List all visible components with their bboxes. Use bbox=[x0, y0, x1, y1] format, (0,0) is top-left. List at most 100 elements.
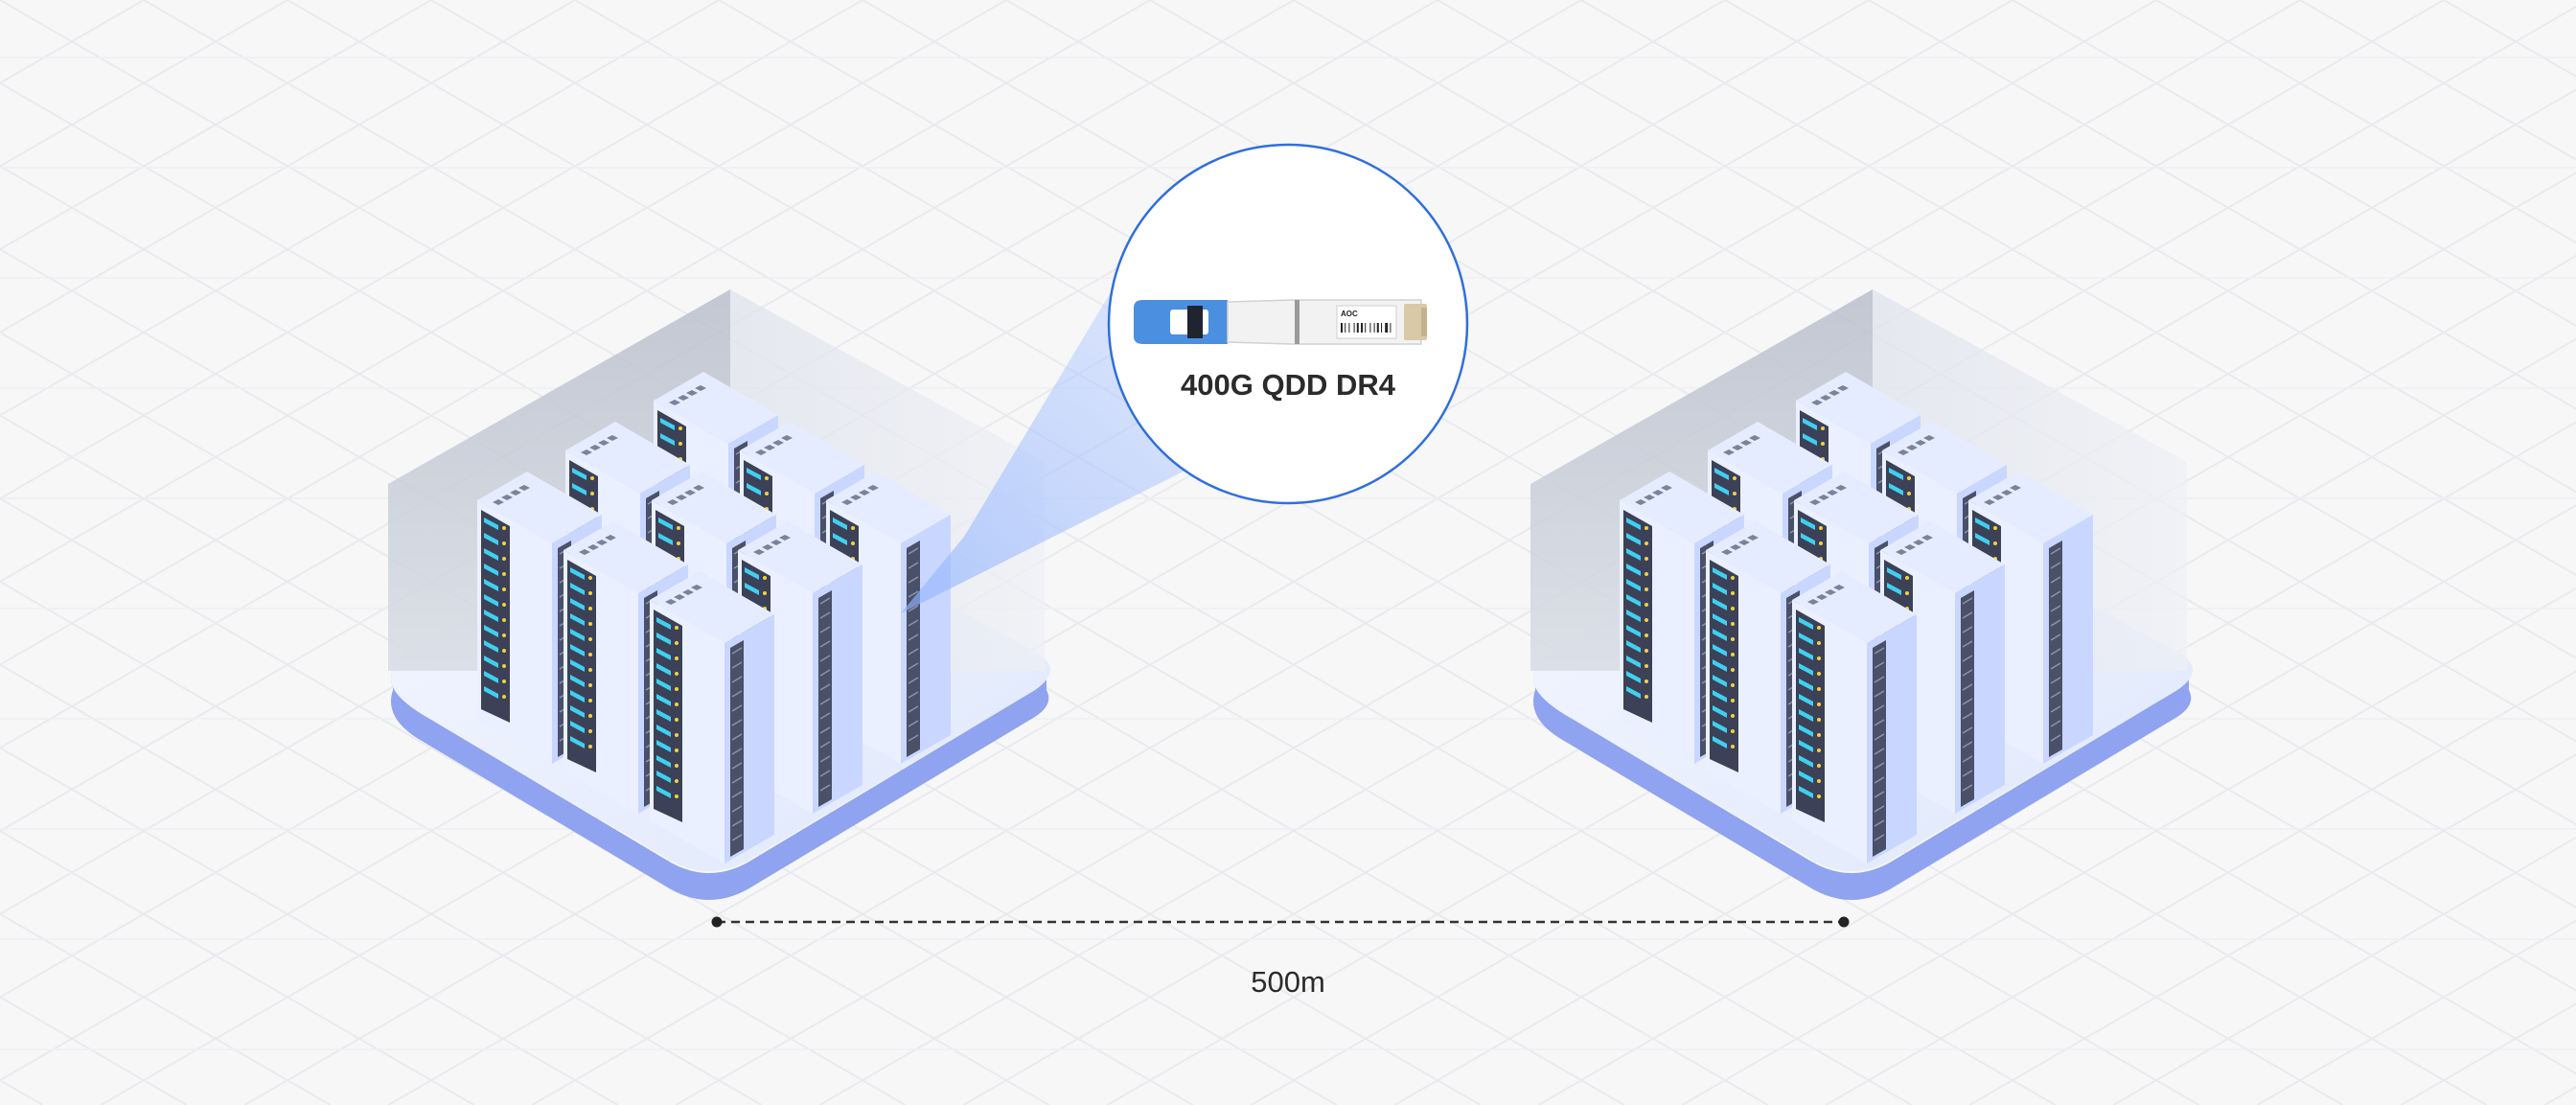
side-vent-line bbox=[819, 611, 831, 619]
status-led bbox=[588, 591, 592, 595]
vent-slot bbox=[665, 599, 677, 605]
server-unit-led bbox=[656, 694, 671, 706]
status-led bbox=[1644, 695, 1648, 699]
vent-slot bbox=[1835, 485, 1847, 491]
side-vent-line bbox=[908, 734, 919, 742]
server-unit-led bbox=[1713, 644, 1727, 656]
vent-slot bbox=[607, 435, 618, 441]
side-vent-line bbox=[2050, 648, 2061, 656]
status-led bbox=[1817, 733, 1821, 737]
server-unit-led bbox=[484, 671, 498, 683]
status-led bbox=[1817, 779, 1821, 783]
side-vent-line bbox=[1962, 741, 1973, 748]
status-led bbox=[675, 748, 678, 752]
status-led bbox=[675, 779, 678, 783]
barcode-bar bbox=[1385, 323, 1389, 333]
grid-line bbox=[287, 0, 2200, 1105]
vent-slot bbox=[695, 385, 706, 391]
side-vent-line bbox=[1874, 805, 1885, 813]
barcode-bar bbox=[1373, 323, 1375, 333]
barcode-bar bbox=[1345, 323, 1346, 333]
side-vent-line bbox=[1874, 834, 1885, 841]
vent-slot bbox=[841, 499, 853, 505]
server-unit-led bbox=[570, 613, 585, 626]
vent-slot bbox=[1837, 385, 1849, 391]
side-vent-line bbox=[1962, 712, 1973, 720]
vent-slot bbox=[598, 440, 610, 446]
left-data-center bbox=[388, 289, 1050, 900]
server-unit-led bbox=[660, 433, 675, 446]
side-vent-line bbox=[819, 640, 831, 648]
status-led bbox=[1733, 476, 1736, 480]
server-unit-led bbox=[1975, 533, 1990, 545]
vent-slot bbox=[770, 540, 782, 545]
status-led bbox=[1644, 603, 1648, 607]
grid-line bbox=[387, 0, 2301, 1105]
vent-slot bbox=[1738, 540, 1750, 545]
server-unit-led bbox=[1713, 690, 1727, 702]
barcode-bar bbox=[1390, 323, 1392, 333]
grid-line bbox=[1868, 0, 2576, 410]
status-led bbox=[1644, 572, 1648, 576]
qsfp-dd-transceiver: AOC bbox=[1134, 299, 1427, 345]
side-vent-line bbox=[2050, 576, 2061, 584]
rack-side-strip bbox=[2049, 541, 2062, 757]
side-vent-line bbox=[819, 770, 831, 777]
vent-slot bbox=[667, 499, 678, 505]
side-vent-line bbox=[1962, 655, 1973, 662]
server-unit-led bbox=[1626, 656, 1641, 668]
status-led bbox=[765, 476, 769, 480]
server-unit-led bbox=[484, 564, 498, 576]
side-vent-line bbox=[2050, 619, 2061, 627]
vent-slot bbox=[518, 485, 530, 491]
vent-slot bbox=[1984, 499, 1995, 505]
server-unit-led bbox=[1626, 548, 1641, 561]
grid-line bbox=[1537, 504, 2576, 1105]
server-unit-led bbox=[570, 690, 585, 702]
status-led bbox=[1731, 637, 1735, 641]
status-led bbox=[763, 591, 767, 595]
status-led bbox=[677, 541, 680, 545]
vent-slot bbox=[1818, 495, 1829, 500]
server-unit-led bbox=[570, 598, 585, 610]
side-vent-line bbox=[819, 741, 831, 748]
server-unit-led bbox=[656, 633, 671, 645]
server-unit-led bbox=[1713, 598, 1727, 610]
side-vent-line bbox=[908, 691, 919, 699]
side-vent-line bbox=[1962, 669, 1973, 677]
server-unit-led bbox=[1799, 771, 1813, 783]
side-vent-line bbox=[908, 662, 919, 670]
vent-slot bbox=[762, 544, 773, 550]
status-led bbox=[502, 649, 506, 653]
status-led bbox=[588, 699, 592, 702]
side-vent-line bbox=[2050, 590, 2061, 598]
status-led bbox=[1731, 607, 1735, 610]
server-unit-led bbox=[1799, 633, 1813, 645]
grid-line bbox=[0, 580, 907, 1105]
server-unit-led bbox=[570, 644, 585, 656]
server-unit-led bbox=[1714, 468, 1729, 480]
vent-slot bbox=[596, 540, 608, 545]
side-vent-line bbox=[819, 712, 831, 720]
rack-top bbox=[1794, 472, 1919, 543]
status-led bbox=[1821, 426, 1825, 430]
rack-top bbox=[1620, 472, 1744, 543]
status-led bbox=[1731, 683, 1735, 687]
server-unit-led bbox=[1626, 625, 1641, 637]
vent-slot bbox=[1809, 499, 1821, 505]
vent-slot bbox=[1661, 485, 1672, 491]
side-vent-line bbox=[731, 647, 743, 655]
grid-line bbox=[0, 0, 1151, 666]
vent-slot bbox=[764, 445, 775, 450]
side-vent-line bbox=[819, 698, 831, 705]
side-vent-line bbox=[1874, 748, 1885, 755]
side-vent-line bbox=[1874, 647, 1885, 655]
server-unit-led bbox=[1887, 583, 1901, 595]
grid-line bbox=[1580, 0, 2576, 577]
distance-label: 500m bbox=[1251, 965, 1325, 999]
side-vent-line bbox=[731, 719, 743, 726]
status-led bbox=[1731, 576, 1735, 580]
vent-slot bbox=[682, 589, 694, 595]
server-unit-led bbox=[570, 675, 585, 687]
server-unit-led bbox=[484, 625, 498, 637]
